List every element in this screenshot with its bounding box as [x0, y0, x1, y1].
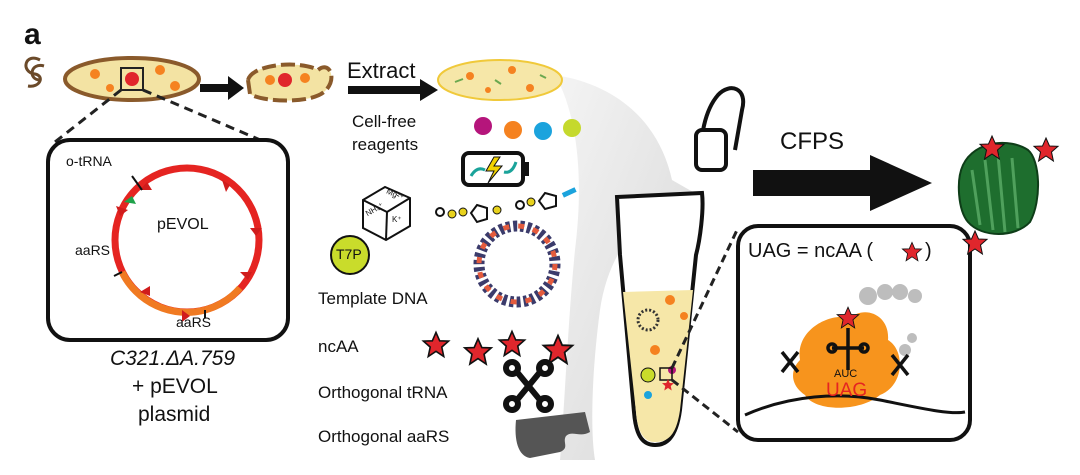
cell-free-label-1: Cell-free [352, 112, 417, 131]
lysed-bacterium-icon [245, 62, 334, 103]
panel-label: a [24, 18, 41, 51]
ion-cube-icon [362, 185, 411, 242]
o-trna-label: o-tRNA [66, 153, 112, 169]
funnel-shadow [555, 75, 700, 460]
anticodon-label: AUC [834, 368, 858, 380]
uag-equation: UAG = ncAA ( [748, 240, 874, 262]
t7p-label: T7P [336, 246, 362, 262]
reagent-dots [474, 117, 581, 140]
plasmid-name: pEVOL [157, 216, 209, 233]
lysis-arrow [200, 76, 244, 100]
cfps-arrow [753, 155, 932, 211]
uag-equation-close: ) [925, 240, 932, 262]
bacterium-icon [24, 56, 201, 102]
cell-free-label-2: reagents [352, 135, 419, 154]
k-ion-label: K⁺ [392, 215, 402, 224]
mrna-strand [744, 394, 966, 417]
uag-codon-label: UAG [826, 380, 868, 401]
aars-label-left: aaRS [75, 242, 111, 258]
aars-label-bottom: aaRS [176, 314, 212, 330]
pevol-plasmid-icon [111, 164, 263, 322]
gfp-protein-icon [957, 135, 1059, 255]
amino-acid-chain-icon [435, 187, 577, 224]
orthogonal-trna-icon [503, 359, 554, 413]
orthogonal-aars-icon [515, 412, 590, 458]
extract-label: Extract [347, 58, 416, 83]
reaction-tube-icon [614, 86, 746, 448]
energy-battery-icon [461, 151, 529, 187]
ncaa-label: ncAA [318, 337, 359, 356]
t7p-icon [330, 235, 370, 275]
orthogonal-trna-label: Orthogonal tRNA [318, 383, 448, 402]
strain-name: C321.ΔA.759 [110, 347, 236, 370]
plasmid-box [46, 138, 290, 342]
cell-extract-icon [437, 59, 563, 101]
template-dna-label: Template DNA [318, 289, 428, 308]
orthogonal-aars-label: Orthogonal aaRS [318, 427, 450, 446]
cfps-label: CFPS [780, 128, 845, 155]
extract-arrow [348, 79, 438, 101]
strain-line3: plasmid [138, 403, 211, 426]
strain-line2: + pEVOL [132, 375, 218, 398]
ribosome-icon [744, 284, 966, 417]
template-dna-icon [473, 220, 561, 308]
ncaa-stars [422, 330, 574, 365]
